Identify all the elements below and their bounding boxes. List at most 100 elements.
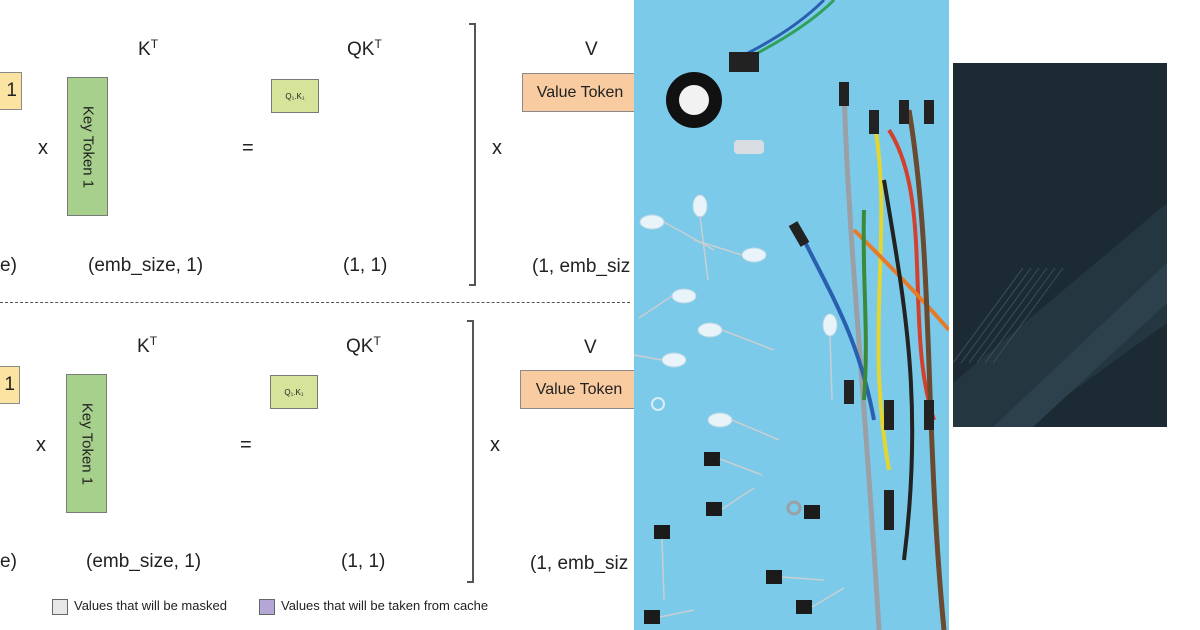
transistor-leg-3 [661,538,665,601]
top-bracket [469,23,476,286]
top-kt-sup: T [150,37,159,51]
bottom-query-dim: e) [0,551,17,572]
transistor-legs [659,458,845,618]
top-v-dim: (1, emb_siz [532,256,631,277]
connector-1 [839,82,849,106]
top-qk-cell: Q₁.K₁ [271,79,319,113]
led-leg-6 [634,354,663,361]
bottom-multiply-2: x [490,434,500,456]
bottom-multiply-1: x [36,434,46,456]
bottom-kt-dim: (emb_size, 1) [86,551,202,572]
heart-sensor-center [679,85,709,115]
bottom-key-token-label: Key Token 1 [78,402,95,485]
electronics-photo [634,0,949,630]
bottom-kt-sup: T [149,334,158,348]
connector-5 [788,221,810,247]
top-qkt-base: QK [347,39,375,60]
bottom-bracket [467,320,474,583]
bottom-qk-cell: Q₁.K₁ [270,375,318,409]
top-kt-label: KT [138,38,158,59]
bottom-qkt-label: QKT [346,335,381,356]
panel-stripe-light [993,263,1167,427]
top-query-box-label: 1 [6,80,17,101]
leds [639,194,838,428]
transistor-leg-5 [811,587,845,608]
bottom-qkt-base: QK [346,336,374,357]
top-qkt-sup: T [374,37,382,51]
led-4 [671,288,697,304]
led-8 [822,313,838,337]
wire-green [861,209,868,401]
transistor-leg-1 [719,458,763,476]
connector-6 [844,380,854,404]
led-leg-5 [721,329,775,351]
wire-black [882,179,915,561]
transistor-7 [804,505,820,519]
led-7 [707,412,733,428]
legend-cache-swatch [259,599,275,615]
top-multiply-2: x [492,137,502,159]
panel-stripe-band [953,203,1167,427]
bottom-kt-label: KT [137,335,157,356]
led-1 [639,214,665,230]
connector-3 [899,100,909,124]
wire-top-blue [743,0,826,57]
legend-masked-swatch [52,599,68,615]
led-leg-8 [829,335,833,401]
transistors [644,452,820,624]
transistor-4 [766,570,782,584]
led-3 [741,247,767,263]
transistor-1 [704,452,720,466]
connector-4 [924,100,934,124]
led-leg-2 [699,215,709,281]
wire-gray [841,89,882,630]
transistor-leg-2 [721,487,755,510]
wire-brown [906,109,947,630]
transistor-leg-4 [781,576,825,581]
top-v-label: V [585,39,598,60]
led-leg-4 [638,295,673,319]
top-query-dim: e) [0,255,17,276]
connector-8 [924,400,934,430]
wire-blue [802,239,876,421]
washer [786,500,802,516]
legend-cache-label: Values that will be taken from cache [281,598,489,613]
electronics-illustration [634,0,949,630]
crystal [734,140,764,154]
led-leg-1 [663,221,715,251]
panel-hatch [953,267,1064,364]
bottom-qkt-sup: T [373,334,381,348]
led-leg-7 [731,419,780,441]
bottom-value-token-box: Value Token [520,370,638,409]
bottom-v-label: V [584,337,597,358]
transistor-5 [796,600,812,614]
bottom-key-token-box: Key Token 1 [66,374,107,513]
top-key-token-label: Key Token 1 [79,105,96,188]
ring [651,397,665,411]
connector-10 [729,52,759,72]
panel-stripes [953,203,1167,427]
connector-7 [884,400,894,430]
transistor-3 [654,525,670,539]
top-qkt-dim: (1, 1) [343,255,388,276]
led-legs [634,215,833,441]
transistor-leg-6 [659,609,695,618]
bottom-value-token-label: Value Token [535,380,623,398]
led-2 [692,194,708,218]
dashed-divider [0,302,630,303]
wire-red [887,128,936,421]
top-value-token-label: Value Token [536,83,624,101]
bottom-kt-base: K [137,336,150,357]
bottom-v-dim: (1, emb_siz [530,553,629,574]
top-equals: = [242,137,254,159]
top-key-token-box: Key Token 1 [67,77,108,216]
led-leg-3 [693,239,743,256]
top-value-token-box: Value Token [522,73,638,112]
top-qkt-label: QKT [347,38,382,59]
dark-panel [953,63,1167,427]
bottom-qkt-dim: (1, 1) [341,551,386,572]
transistor-2 [706,502,722,516]
connector-2 [869,110,879,134]
bottom-equals: = [240,434,252,456]
top-kt-dim: (emb_size, 1) [88,255,204,276]
